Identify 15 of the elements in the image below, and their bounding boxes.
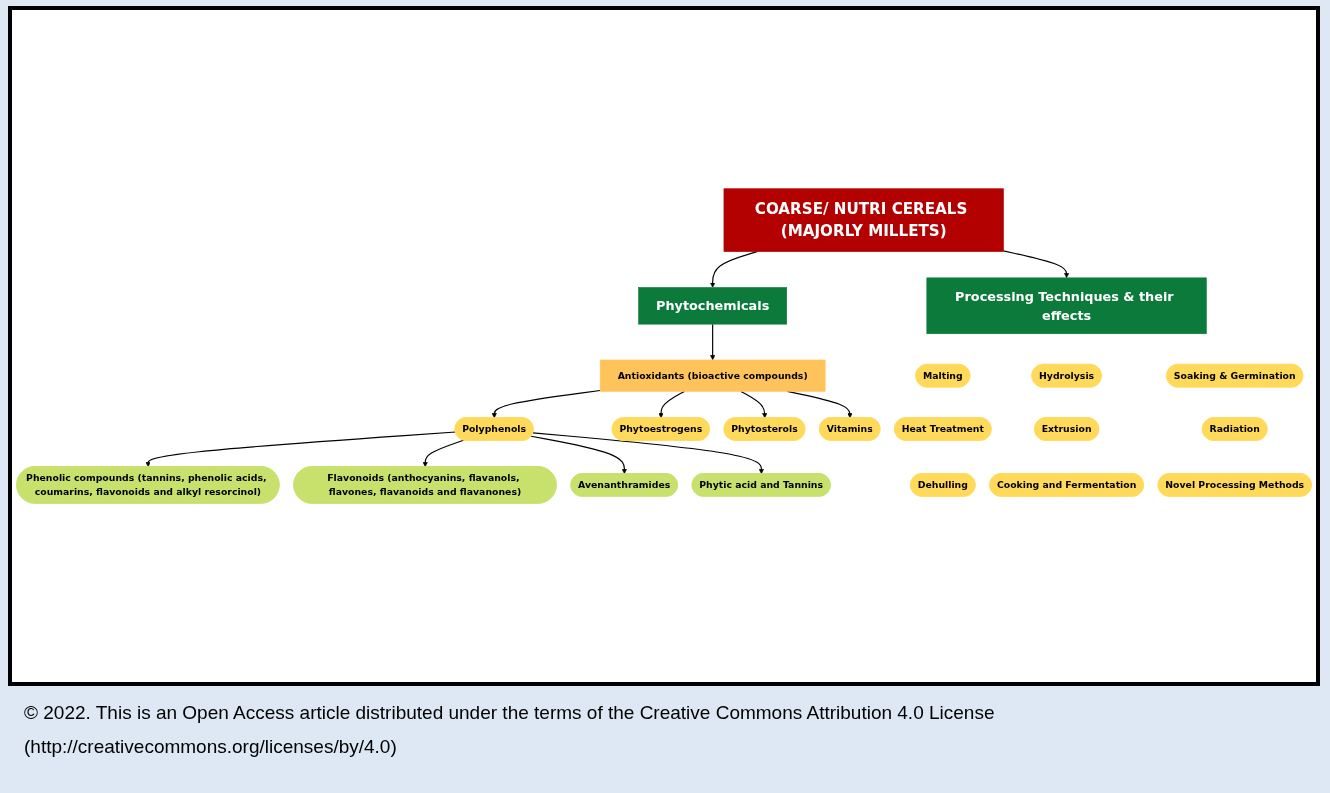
node-box: Processing Techniques & their effects <box>926 277 1207 335</box>
arrow <box>658 390 685 419</box>
arrow <box>710 251 758 288</box>
caption: © 2022. This is an Open Access article distributed under the terms of the Creative Commons Attribution 4.0 License (http://creativecommons.org/licenses/by/4.0) <box>24 701 996 759</box>
node-box: COARSE/ NUTRI CEREALS (MAJORLY MILLETS) <box>723 188 1004 252</box>
arrow <box>532 432 764 475</box>
node-box: Phytochemicals <box>638 287 787 325</box>
arrow <box>422 439 465 468</box>
node-box: Antioxidants (bioactive compounds) <box>599 359 826 392</box>
arrow <box>491 389 601 419</box>
arrow <box>530 435 627 475</box>
arrow <box>740 390 768 419</box>
arrow <box>1002 250 1070 279</box>
arrow <box>145 431 457 468</box>
arrow <box>710 323 716 361</box>
